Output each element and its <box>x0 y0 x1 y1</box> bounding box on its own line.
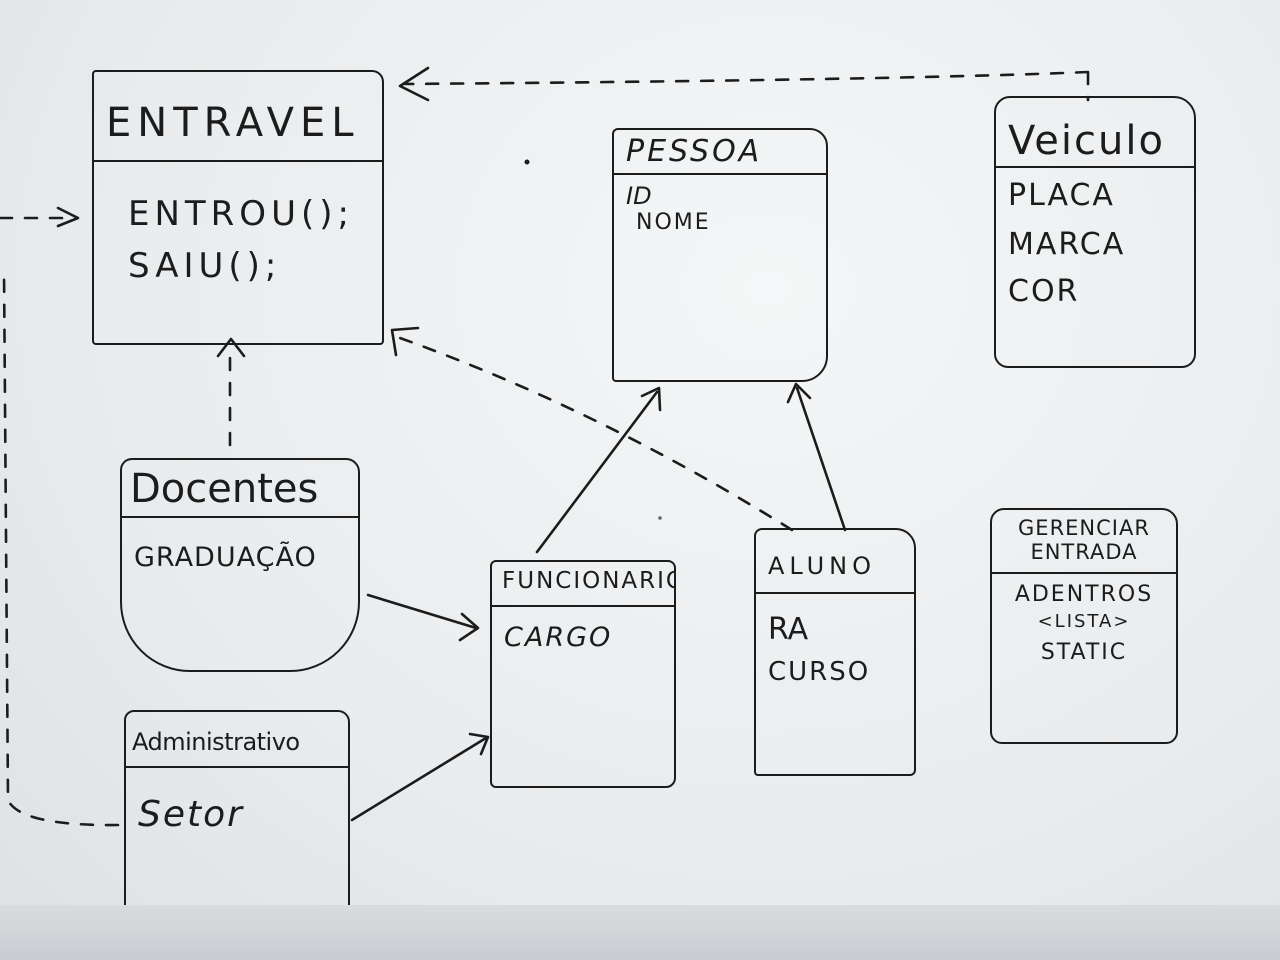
class-aluno: ALUNO RA CURSO <box>754 528 916 776</box>
administrativo-left-dashed-line <box>2 268 120 827</box>
board-mark <box>524 159 530 165</box>
whiteboard-bottom-tray <box>0 905 1280 960</box>
attr-static: STATIC <box>1040 640 1128 665</box>
gerenciar-title-line-2: ENTRADA <box>1030 540 1138 564</box>
administrativo-funcionario-line <box>350 736 488 822</box>
method-saiu: SAIU(); <box>128 246 282 286</box>
docentes-entravel-arrowhead <box>216 337 246 358</box>
aluno-pessoa-arrowhead <box>786 382 812 404</box>
attr-cor: COR <box>1008 274 1080 309</box>
veiculo-entravel-arrowhead <box>398 66 430 102</box>
administrativo-funcionario-arrowhead <box>468 732 490 756</box>
aluno-pessoa-line <box>795 386 847 532</box>
class-entravel-title: ENTRAVEL <box>94 72 382 162</box>
attr-nome: NOME <box>636 210 711 235</box>
attr-lista: <LISTA> <box>1037 611 1131 632</box>
class-veiculo-title: Veiculo <box>996 98 1194 168</box>
class-docentes-title: Docentes <box>122 460 358 518</box>
class-administrativo: Administrativo Setor <box>124 710 350 960</box>
attr-cargo: CARGO <box>504 622 613 653</box>
attr-placa: PLACA <box>1008 178 1115 213</box>
class-gerenciar-entrada-title: GERENCIAR ENTRADA <box>992 510 1176 574</box>
class-funcionario-title: FUNCIONARIO <box>492 562 674 607</box>
class-gerenciar-entrada: GERENCIAR ENTRADA ADENTROS <LISTA> STATI… <box>990 508 1178 744</box>
method-entrou: ENTROU(); <box>128 194 354 234</box>
docentes-funcionario-arrowhead <box>458 612 480 642</box>
class-pessoa: PESSOA ID NOME <box>612 128 828 382</box>
attr-ra: RA <box>768 612 809 647</box>
class-funcionario: FUNCIONARIO CARGO <box>490 560 676 788</box>
left-entravel-arrowhead <box>56 206 80 228</box>
class-veiculo: Veiculo PLACA MARCA COR <box>994 96 1196 368</box>
attr-setor: Setor <box>138 794 244 835</box>
docentes-funcionario-line <box>366 593 478 630</box>
gerenciar-title-line-1: GERENCIAR <box>1018 516 1150 540</box>
class-administrativo-title: Administrativo <box>126 712 348 768</box>
attr-graduacao: GRADUAÇÃO <box>134 542 317 573</box>
funcionario-pessoa-line <box>535 390 659 554</box>
class-pessoa-title: PESSOA <box>614 130 826 175</box>
attr-adentros: ADENTROS <box>1014 582 1154 607</box>
board-mark <box>658 516 662 520</box>
aluno-entravel-arrowhead <box>390 326 420 357</box>
aluno-entravel-dashed-line <box>398 336 794 532</box>
class-docentes: Docentes GRADUAÇÃO <box>120 458 360 672</box>
class-entravel: ENTRAVEL ENTROU(); SAIU(); <box>92 70 384 345</box>
veiculo-entravel-dashed-line <box>403 70 1090 102</box>
attr-marca: MARCA <box>1008 227 1126 262</box>
funcionario-pessoa-arrowhead <box>640 386 662 412</box>
class-aluno-title: ALUNO <box>756 530 914 594</box>
attr-curso: CURSO <box>768 657 871 687</box>
attr-id: ID <box>626 182 652 210</box>
